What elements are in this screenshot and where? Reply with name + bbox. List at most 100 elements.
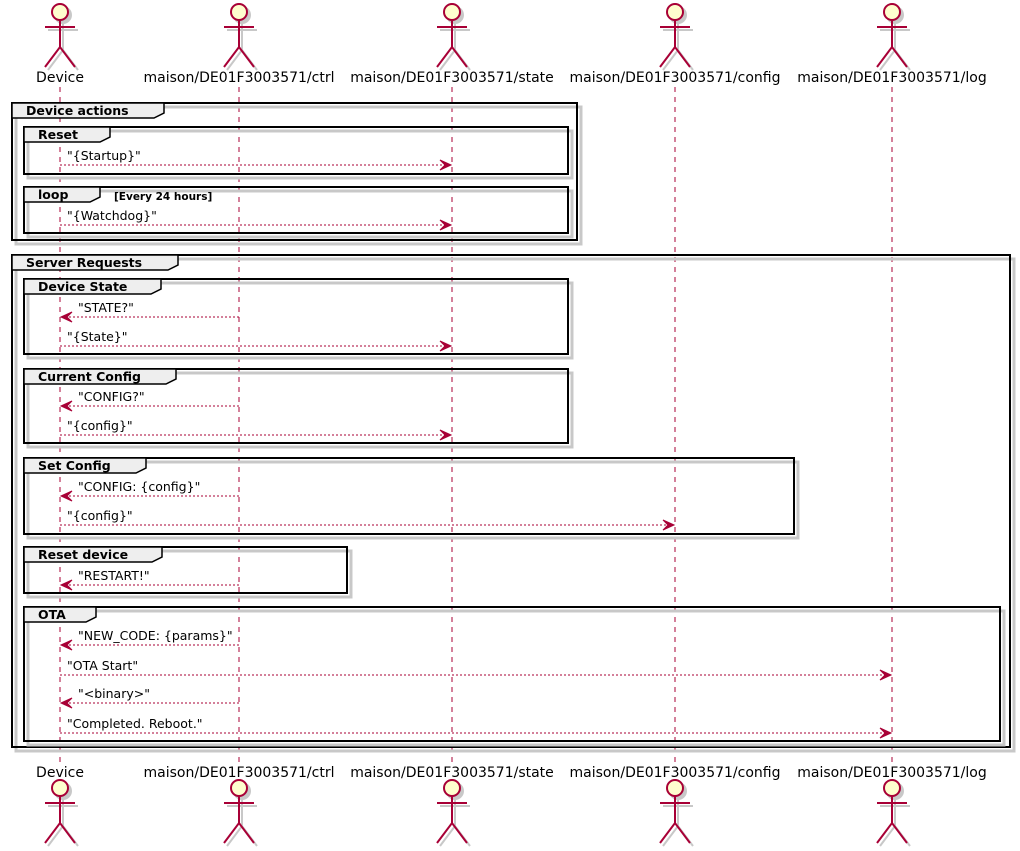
subgroup-frame-0-0-border: [23, 126, 569, 175]
message-1-4-3: "Completed. Reboot.": [60, 716, 893, 739]
actor-top-log-icon-shadow-body: [879, 23, 911, 71]
actor-bottom-state-icon-body: [436, 796, 468, 844]
message-1-4-1: "OTA Start": [60, 658, 893, 681]
actor-label-bottom-config: maison/DE01F3003571/config: [570, 765, 781, 781]
message-0-1-0-label: "{Watchdog}": [67, 208, 157, 223]
subgroup-frame-1-2: Set Config "CONFIG: {config}" "{config}": [23, 457, 800, 540]
subgroup-frame-1-1-tab: [23, 368, 177, 385]
actor-bottom-device-icon-head: [51, 779, 69, 797]
subgroup-frame-0-1-border: [23, 186, 569, 234]
subgroup-frame-1-0-tab: [23, 278, 162, 295]
group-frame-0-border: [11, 102, 578, 241]
message-0-0-0-arrowhead: [439, 159, 453, 171]
actor-bottom-device-icon-shadow-body: [47, 799, 79, 847]
message-0-1-0: "{Watchdog}": [60, 208, 453, 231]
actor-bottom-log-icon-shadow-body: [879, 799, 911, 847]
actor-label-top-ctrl: maison/DE01F3003571/ctrl: [144, 70, 335, 86]
actor-bottom-device-icon-body: [44, 796, 76, 844]
subgroup-frame-1-2-title: Set Config: [38, 458, 111, 473]
subgroup-frame-1-3-title: Reset device: [38, 547, 128, 562]
actor-top-log-icon-body: [876, 20, 908, 68]
message-1-2-1-label: "{config}": [67, 508, 133, 523]
subgroup-frame-0-0: Reset "{Startup}": [23, 126, 574, 180]
group-frame-1-shadow: [14, 257, 1016, 753]
actor-label-bottom-ctrl: maison/DE01F3003571/ctrl: [144, 765, 335, 781]
actor-top-config-icon-shadow-body: [662, 23, 694, 71]
actor-top-ctrl-icon-body: [223, 20, 255, 68]
subgroup-frame-1-3: Reset device "RESTART!": [23, 546, 353, 599]
message-1-4-2-label: "<binary>": [78, 686, 150, 701]
actor-top-device-icon-head: [51, 3, 69, 21]
subgroup-frame-1-0-shadow: [26, 281, 574, 360]
message-1-4-3-label: "Completed. Reboot.": [67, 716, 203, 731]
subgroup-frame-1-1-shadow: [26, 371, 574, 449]
group-frame-1: Server Requests: [11, 254, 1016, 753]
message-1-1-0-arrowhead: [59, 400, 73, 412]
group-frame-0-tab: [11, 102, 165, 119]
message-1-3-0: "RESTART!": [59, 568, 239, 591]
actor-bottom-ctrl-icon-body: [223, 796, 255, 844]
actor-label-bottom-device: Device: [36, 765, 84, 781]
actor-bottom-ctrl-icon-shadow-body: [226, 799, 258, 847]
message-1-0-1-arrowhead: [439, 340, 453, 352]
message-1-0-0: "STATE?": [59, 300, 239, 323]
subgroup-frame-0-0-title: Reset: [38, 127, 78, 142]
subgroup-frame-1-2-tab: [23, 457, 147, 474]
actor-label-bottom-state: maison/DE01F3003571/state: [350, 765, 554, 781]
message-1-4-1-arrowhead: [879, 669, 893, 681]
actor-bottom-ctrl-icon-head: [230, 779, 248, 797]
message-1-4-0-label: "NEW_CODE: {params}": [78, 628, 233, 643]
message-1-2-0-label: "CONFIG: {config}": [78, 479, 200, 494]
message-1-4-1-label: "OTA Start": [67, 658, 138, 673]
message-1-1-0-label: "CONFIG?": [78, 389, 145, 404]
subgroup-frame-1-4-tab: [23, 606, 97, 623]
subgroup-frame-0-1-title: loop: [38, 187, 68, 202]
actor-top-state-icon-head: [443, 3, 461, 21]
message-1-4-0-arrowhead: [59, 639, 73, 651]
message-1-1-1: "{config}": [60, 418, 453, 441]
subgroup-frame-0-0-tab: [23, 126, 111, 143]
actor-top-ctrl-icon-shadow-body: [226, 23, 258, 71]
actor-top-log-icon-head: [883, 3, 901, 21]
actor-top-config-icon-body: [659, 20, 691, 68]
message-1-4-2-arrowhead: [59, 697, 73, 709]
actor-bottom-config-icon-body: [659, 796, 691, 844]
message-1-2-1: "{config}": [60, 508, 676, 531]
subgroup-frame-0-1-tab: [23, 186, 101, 203]
lifelines: [59, 87, 893, 762]
group-frame-1-title: Server Requests: [26, 255, 142, 270]
message-1-2-1-arrowhead: [662, 519, 676, 531]
actor-bottom-config-icon-head: [666, 779, 684, 797]
message-1-0-1-label: "{State}": [67, 329, 128, 344]
actor-label-bottom-log: maison/DE01F3003571/log: [797, 765, 986, 781]
subgroup-frame-1-1-border: [23, 368, 569, 444]
actor-label-top-log: maison/DE01F3003571/log: [797, 70, 986, 86]
subgroup-frame-1-0-border: [23, 278, 569, 355]
message-1-4-0: "NEW_CODE: {params}": [59, 628, 239, 651]
message-1-1-1-arrowhead: [439, 429, 453, 441]
message-1-1-0: "CONFIG?": [59, 389, 239, 412]
actor-label-top-device: Device: [36, 70, 84, 86]
actors: DeviceDevicemaison/DE01F3003571/ctrlmais…: [36, 3, 987, 847]
subgroup-frame-1-4: OTA"NEW_CODE: {params}""OTA Start""<bina…: [23, 606, 1006, 747]
subgroup-frame-0-0-shadow: [26, 129, 574, 180]
actor-bottom-state-icon-shadow-body: [439, 799, 471, 847]
subgroup-frame-1-4-shadow: [26, 609, 1006, 747]
group-frame-0-title: Device actions: [26, 103, 129, 118]
actor-bottom-log-icon-head: [883, 779, 901, 797]
actor-label-top-state: maison/DE01F3003571/state: [350, 70, 554, 86]
subgroup-frame-0-1-condition: [Every 24 hours]: [114, 191, 212, 203]
message-1-2-0: "CONFIG: {config}": [59, 479, 239, 502]
subgroup-frame-1-2-border: [23, 457, 795, 535]
message-0-0-0: "{Startup}": [60, 148, 453, 171]
actor-top-device-icon-body: [44, 20, 76, 68]
message-1-2-0-arrowhead: [59, 490, 73, 502]
actor-top-state-icon-body: [436, 20, 468, 68]
actor-top-config-icon-head: [666, 3, 684, 21]
message-1-0-1: "{State}": [60, 329, 453, 352]
subgroup-frame-1-2-shadow: [26, 460, 800, 540]
actor-bottom-config-icon-shadow-body: [662, 799, 694, 847]
actor-bottom-log-icon-body: [876, 796, 908, 844]
